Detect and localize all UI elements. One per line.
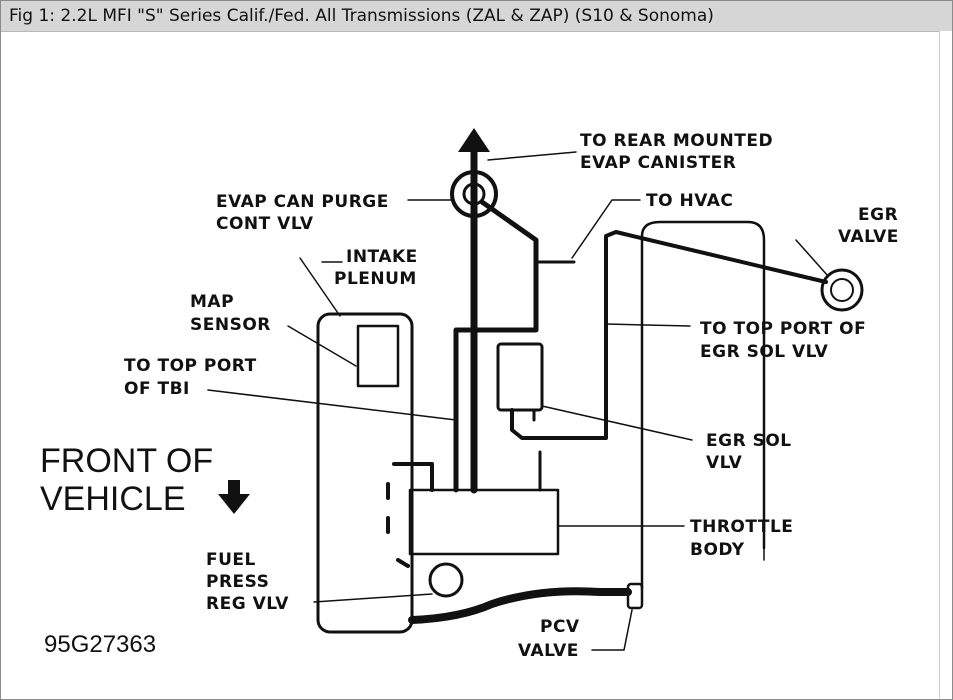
label-hvac: TO HVAC — [646, 191, 733, 211]
label-fuel-2: PRESS — [206, 572, 269, 592]
egr-sol-valve — [496, 342, 544, 412]
purge-valve — [450, 170, 498, 218]
fuel-press-reg — [428, 562, 464, 598]
scrollbar-strip — [939, 31, 952, 699]
label-egr-valve-1: EGR — [858, 205, 898, 225]
engine-outline — [640, 220, 766, 590]
label-fuel-1: FUEL — [206, 550, 256, 570]
pcv-valve — [626, 582, 644, 610]
label-pcv-2: VALVE — [518, 641, 579, 661]
label-throttle-2: BODY — [690, 540, 745, 560]
map-sensor — [356, 324, 400, 388]
label-purge-1: EVAP CAN PURGE — [216, 192, 389, 212]
egr-valve-hose — [510, 230, 828, 440]
label-fuel-3: REG VLV — [206, 594, 289, 614]
label-plenum-2: PLENUM — [334, 269, 417, 289]
label-front-1: FRONT OF — [40, 442, 213, 480]
throttle-body — [408, 488, 560, 556]
label-top-port-egr-2: EGR SOL VLV — [700, 342, 829, 362]
tbi-hose — [392, 462, 434, 492]
label-egr-sol-2: VLV — [706, 453, 743, 473]
label-top-port-egr-1: TO TOP PORT OF — [700, 319, 866, 339]
egr-valve — [820, 268, 864, 312]
front-arrow-icon — [218, 480, 250, 514]
intake-plenum — [316, 312, 414, 634]
label-pcv-1: PCV — [540, 617, 580, 637]
label-plenum-1: INTAKE — [346, 247, 418, 267]
pcv-hose — [408, 587, 632, 624]
label-top-port-tbi-2: OF TBI — [124, 379, 190, 399]
label-throttle-1: THROTTLE — [690, 517, 793, 537]
label-rear-canister-1: TO REAR MOUNTED — [580, 131, 773, 151]
label-front-2: VEHICLE — [40, 480, 186, 518]
label-rear-canister-2: EVAP CANISTER — [580, 153, 736, 173]
label-map-1: MAP — [190, 292, 234, 312]
up-arrow — [458, 128, 490, 152]
purge-hose — [453, 199, 539, 493]
label-map-2: SENSOR — [190, 315, 271, 335]
figure-caption: Fig 1: 2.2L MFI "S" Series Calif./Fed. A… — [1, 1, 952, 32]
figure-code: 95G27363 — [44, 631, 156, 658]
label-top-port-tbi-1: TO TOP PORT — [124, 356, 257, 376]
label-egr-valve-2: VALVE — [838, 227, 899, 247]
label-egr-sol-1: EGR SOL — [706, 431, 792, 451]
label-purge-2: CONT VLV — [216, 214, 314, 234]
